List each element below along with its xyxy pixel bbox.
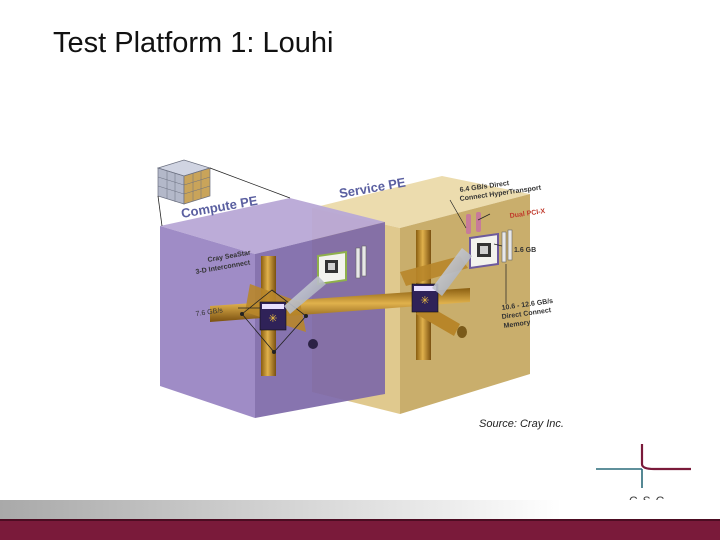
memory-size-label: 1.6 GB: [514, 247, 536, 254]
source-credit: Source: Cray Inc.: [479, 418, 564, 430]
opteron-processor-service: [469, 232, 499, 270]
footer-gradient: [0, 500, 720, 521]
link-bandwidth-label: 7.6 GB/s: [195, 307, 223, 318]
pipe-end-service: [457, 326, 467, 338]
opteron-processor-compute: [317, 250, 347, 286]
memory-bandwidth-label-3: Memory: [503, 319, 531, 330]
memory-dimms-service: [501, 229, 513, 263]
slide-title: Test Platform 1: Louhi: [53, 27, 334, 59]
pcix-slots: [466, 212, 481, 234]
seastar-chip-compute: ✳: [259, 301, 287, 331]
footer-bar: [0, 521, 720, 540]
svg-text:✳: ✳: [268, 312, 277, 325]
node-grid-icon: [156, 159, 212, 205]
compute-pe-box: [160, 198, 385, 418]
dual-pcix-label: Dual PCI-X: [509, 208, 546, 220]
memory-dimms-compute: [355, 245, 367, 279]
cray-xt-architecture-diagram: ✳ ✳: [150, 156, 570, 418]
svg-text:✳: ✳: [420, 294, 429, 307]
pipe-end-compute: [308, 339, 318, 349]
footer-divider: [0, 519, 720, 521]
